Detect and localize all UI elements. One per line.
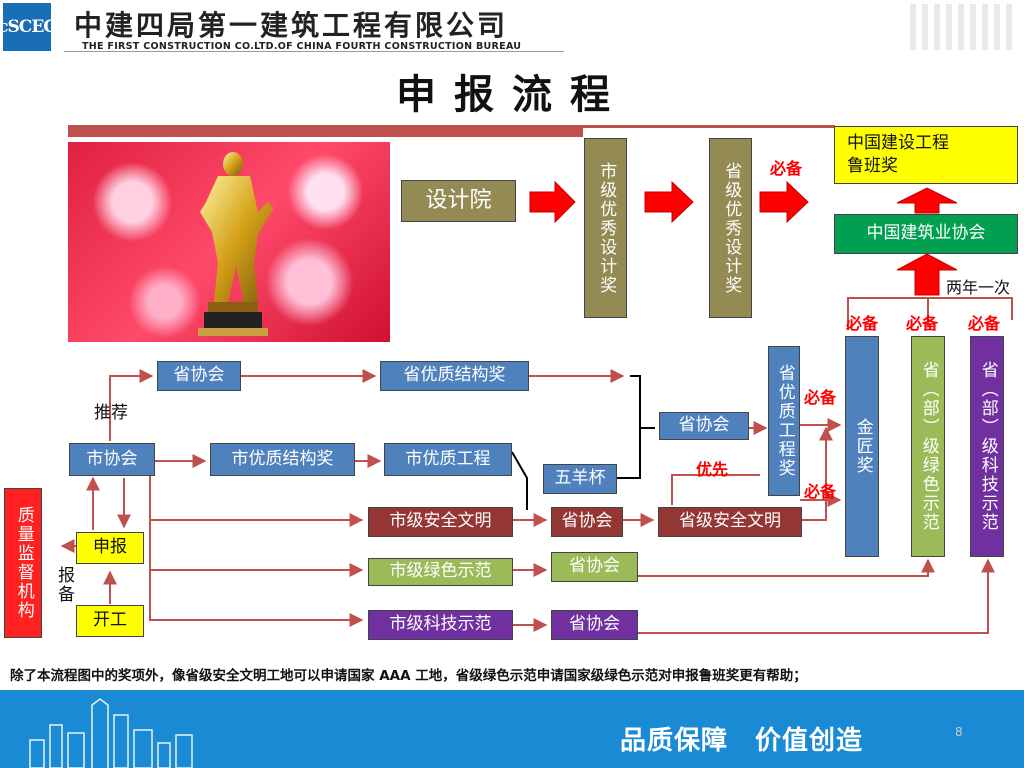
prov-assoc-mid-box: 省协会	[659, 412, 749, 440]
city-safety-box: 市级安全文明	[368, 507, 513, 537]
must-label-q1: 必备	[804, 384, 836, 408]
luban-award-box: 中国建设工程 鲁班奖	[834, 126, 1018, 184]
recommend-label: 推荐	[94, 398, 128, 423]
declare-box: 申报	[76, 532, 144, 564]
prov-quality-struct-box: 省优质结构奖	[380, 361, 529, 391]
city-assoc-box: 市协会	[69, 443, 155, 476]
start-work-box: 开工	[76, 605, 144, 637]
luban-award-label: 中国建设工程 鲁班奖	[847, 132, 949, 178]
must-label-tech: 必备	[968, 310, 1000, 334]
prov-assoc-green-box: 省协会	[551, 552, 638, 582]
prov-quality-project-box: 省优质工程奖	[768, 346, 800, 496]
city-design-award-box: 市级优秀设计奖	[584, 138, 627, 318]
province-design-award-box: 省级优秀设计奖	[709, 138, 752, 318]
city-green-demo-box: 市级绿色示范	[368, 558, 513, 586]
arrow-assoc-to-luban	[897, 188, 957, 213]
design-institute-box: 设计院	[401, 180, 516, 222]
prov-assoc-safety-box: 省协会	[551, 507, 623, 537]
must-label-golden: 必备	[846, 310, 878, 334]
must-label-green: 必备	[906, 310, 938, 334]
arrow-prov-to-assoc	[760, 182, 808, 222]
report-label: 报备	[52, 566, 77, 604]
footer-note: 除了本流程图中的奖项外，像省级安全文明工地可以申请国家 AAA 工地，省级绿色示…	[10, 664, 807, 684]
priority-label: 优先	[696, 456, 728, 480]
city-tech-demo-box: 市级科技示范	[368, 610, 513, 640]
golden-craftsman-award-box: 金匠奖	[845, 336, 879, 557]
prov-green-demo-box: 省（部）级绿色示范	[911, 336, 945, 557]
prov-safety-box: 省级安全文明	[658, 507, 802, 537]
prov-assoc-top-box: 省协会	[157, 361, 241, 391]
wuyang-cup-box: 五羊杯	[543, 464, 617, 494]
arrow-design-to-city	[530, 182, 575, 222]
city-quality-struct-box: 市优质结构奖	[210, 443, 355, 476]
biennial-label: 两年一次	[946, 274, 1010, 298]
city-quality-project-box: 市优质工程	[384, 443, 512, 476]
slogan: 品质保障 价值创造	[620, 720, 863, 757]
footer-banner	[0, 690, 1024, 768]
prov-assoc-tech-box: 省协会	[551, 610, 638, 640]
china-construction-assoc-box: 中国建筑业协会	[834, 214, 1018, 254]
skyline-icon	[20, 695, 220, 768]
arrow-city-to-prov	[645, 182, 693, 222]
page-number: 8	[955, 725, 963, 739]
must-label-q2: 必备	[804, 478, 836, 502]
must-label-top: 必备	[770, 155, 802, 179]
quality-supervision-box: 质量监督机构	[4, 488, 42, 638]
prov-tech-demo-box: 省（部）级科技示范	[970, 336, 1004, 557]
